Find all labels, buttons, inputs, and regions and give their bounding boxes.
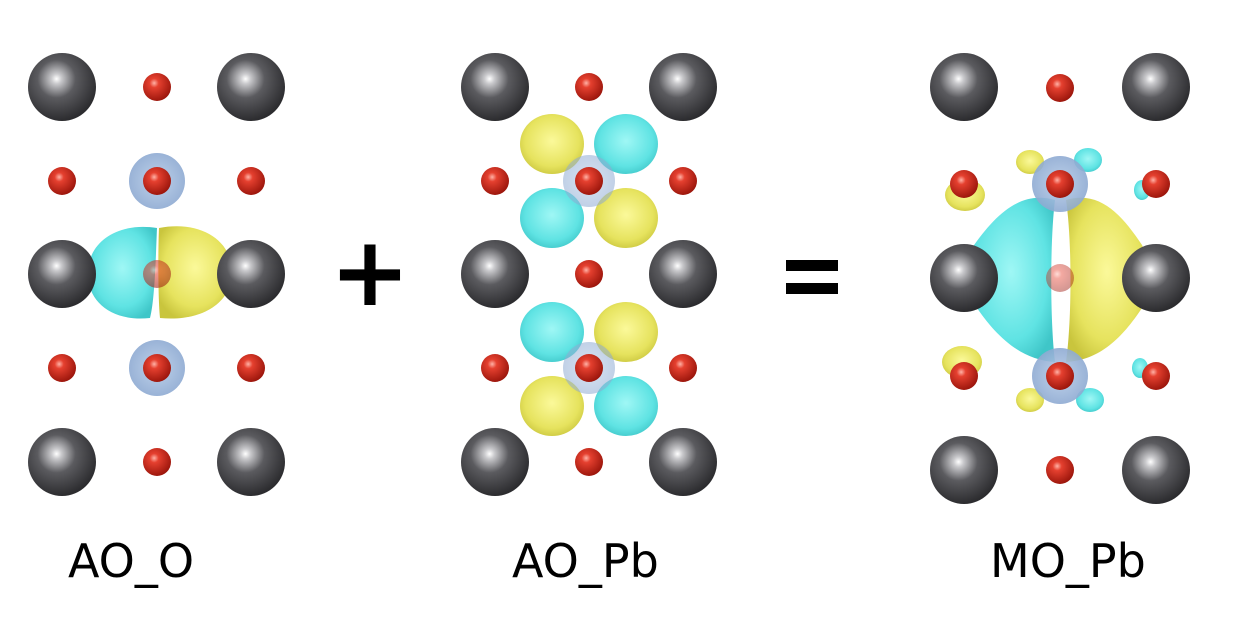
oxygen-atom [950,362,978,390]
orbital-lobe-yellow [594,302,658,362]
orbital-lobe-yellow [520,114,584,174]
orbital-lobe-cyan [594,376,658,436]
lead-atom [930,436,998,504]
lead-atom [461,53,529,121]
oxygen-atom [237,354,265,382]
oxygen-atom [1046,74,1074,102]
equals-bar-top [786,260,838,271]
equals-bar-bottom [786,283,838,294]
panel-ao-o [28,53,285,496]
lead-atom [28,428,96,496]
oxygen-atom [1142,362,1170,390]
oxygen-atom [143,73,171,101]
lead-atom [217,428,285,496]
oxygen-atom [950,170,978,198]
oxygen-atom [575,167,603,195]
oxygen-atom [575,260,603,288]
oxygen-atom [575,448,603,476]
panel-label-ao-pb: AO_Pb [512,534,659,588]
oxygen-atom [481,167,509,195]
lead-atom [461,428,529,496]
panel-ao-pb [461,53,717,496]
oxygen-atom [575,73,603,101]
orbital-lobe-cyan [1076,388,1104,412]
orbital-lobe-cyan [594,114,658,174]
panel-mo-pb [930,53,1190,504]
lead-atom [649,53,717,121]
orbital-lobe-cyan [520,302,584,362]
orbital-lobe-cyan [87,226,157,319]
oxygen-atom [143,354,171,382]
oxygen-atom [143,260,171,288]
panel-label-ao-o: AO_O [68,534,195,588]
oxygen-atom [1046,264,1074,292]
oxygen-atom [1046,362,1074,390]
lead-atom [461,240,529,308]
lead-atom [1122,436,1190,504]
lead-atom [930,244,998,312]
lead-atom [1122,53,1190,121]
oxygen-atom [669,167,697,195]
d-orbital-upper [520,114,658,248]
oxygen-atom [48,167,76,195]
oxygen-atom [1046,456,1074,484]
lead-atom [217,240,285,308]
oxygen-atom [481,354,509,382]
oxygen-atom [143,448,171,476]
equals-operator [786,260,838,294]
orbital-lobe-yellow [594,188,658,248]
lead-atom [649,428,717,496]
oxygen-atom [143,167,171,195]
orbital-lobe-yellow [158,226,232,319]
oxygen-atom [1046,170,1074,198]
panel-label-mo-pb: MO_Pb [990,534,1146,588]
plus-operator: + [330,216,410,328]
orbital-lobe-cyan [967,197,1055,362]
lead-atom [649,240,717,308]
orbital-lobe-cyan [520,188,584,248]
oxygen-atom [669,354,697,382]
orbital-lobe-yellow [520,376,584,436]
d-orbital-lower [520,302,658,436]
oxygen-atom [575,354,603,382]
lead-atom [1122,244,1190,312]
orbital-lobe-yellow [1016,388,1044,412]
lead-atom [930,53,998,121]
lead-atom [28,53,96,121]
orbital-lobe-yellow [1066,197,1148,362]
lead-atom [217,53,285,121]
oxygen-atom [48,354,76,382]
oxygen-atom [1142,170,1170,198]
oxygen-atom [237,167,265,195]
orbital-lobe-yellow [1016,150,1044,174]
lead-atom [28,240,96,308]
